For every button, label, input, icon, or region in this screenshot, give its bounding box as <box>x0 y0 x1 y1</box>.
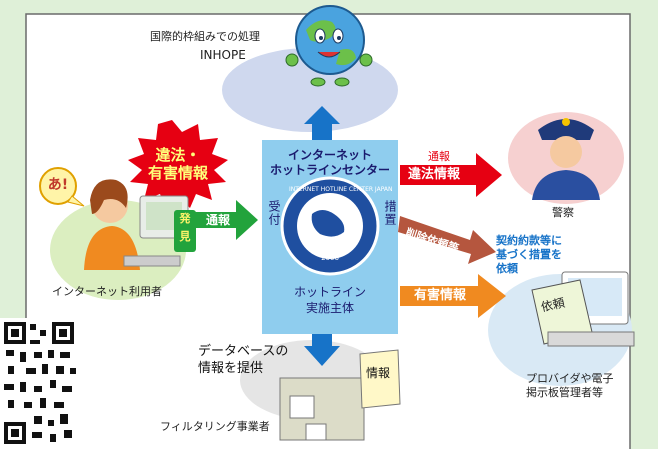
globe-eye-left <box>314 28 326 44</box>
globe-continent-2 <box>336 49 356 66</box>
globe-pupil-right <box>337 36 341 40</box>
center-implementer: ホットライン 実施主体 <box>262 285 398 316</box>
globe-hand-left <box>285 53 299 67</box>
warning-burst <box>128 120 228 208</box>
burst-line2: 有害情報 <box>147 164 208 182</box>
contract-line3: 依頼 <box>496 261 518 275</box>
globe-foot-right <box>334 77 350 87</box>
center-bottom-line1: ホットライン <box>293 285 366 299</box>
seal-map-japan-front <box>311 210 345 237</box>
reception-label: 受付 <box>267 200 281 226</box>
qr-finder-1-dot <box>11 329 19 337</box>
seal-year: 2006 <box>321 254 339 262</box>
globe-mouth <box>317 51 341 58</box>
report-arrow-label: 通報 <box>206 213 231 227</box>
provider-keyboard-icon <box>547 331 635 347</box>
provider-label: プロバイダや電子 掲示板管理者等 <box>526 372 614 401</box>
center-title-line1: インターネット <box>287 148 372 162</box>
illegal-info-label: 違法情報 <box>408 167 461 182</box>
harmful-info-label: 有害情報 <box>414 288 467 303</box>
inhope-bg-blob <box>222 48 398 132</box>
police-report-label: 通報 <box>428 150 450 163</box>
police-arrow <box>400 153 502 197</box>
up-arrow-inhope <box>304 106 340 140</box>
police-cap <box>538 119 594 140</box>
globe-hand-right <box>359 53 373 67</box>
seal-text: INTERNET HOTLINE CENTER JAPAN <box>289 186 393 193</box>
report-arrow <box>176 200 258 240</box>
harmful-arrow <box>400 274 506 318</box>
inhope-caption: 国際的枠組みでの処理 <box>150 30 260 43</box>
discover-char2: 見 <box>179 230 191 243</box>
globe-foot-left <box>310 77 326 87</box>
center-title-line2: ホットラインセンター <box>269 163 390 177</box>
database-line1: データベースの <box>198 344 289 359</box>
burst-line1: 違法・ <box>155 146 201 164</box>
exclamation-bubble-tail <box>67 195 85 207</box>
exclamation-bubble <box>39 167 77 205</box>
filtering-label: フィルタリング事業者 <box>160 420 270 433</box>
database-text: データベースの 情報を提供 <box>198 344 288 378</box>
qr-finder-2-dot <box>59 329 67 337</box>
inhope-name: INHOPE <box>200 48 246 62</box>
contract-measures-text: 契約約款等に 基づく措置を 依頼 <box>496 234 562 275</box>
police-badge-icon <box>562 118 570 126</box>
discover-char1: 発 <box>179 212 191 225</box>
database-paper-label: 情報 <box>366 366 391 380</box>
police-face <box>550 136 582 168</box>
database-info-paper <box>359 349 401 409</box>
contract-line2: 基づく措置を <box>496 247 562 261</box>
exclaim-text: あ! <box>47 177 69 193</box>
police-label: 警察 <box>552 206 574 219</box>
provider-line2: 掲示板管理者等 <box>526 386 603 400</box>
user-keyboard-icon <box>123 255 181 267</box>
discover-badge <box>174 210 196 252</box>
contract-line1: 契約約款等に <box>496 234 562 247</box>
globe-pupil-left <box>319 36 323 40</box>
user-hair <box>90 179 128 214</box>
database-line2: 情報を提供 <box>198 360 264 376</box>
building-door <box>305 423 327 441</box>
police-body <box>532 170 600 200</box>
user-label: インターネット利用者 <box>52 285 162 298</box>
down-arrow-database <box>304 334 340 366</box>
globe-eye-right <box>332 28 344 44</box>
qr-modules <box>4 324 76 442</box>
provider-line1: プロバイダや電子 <box>526 372 614 385</box>
delete-request-arrow <box>398 216 496 264</box>
qr-finder-3-dot <box>11 429 19 437</box>
center-bottom-line2: 実施主体 <box>305 300 354 315</box>
building-window <box>289 395 315 419</box>
measures-label: 措置 <box>383 200 397 226</box>
center-title: インターネット ホットラインセンター <box>262 148 398 178</box>
